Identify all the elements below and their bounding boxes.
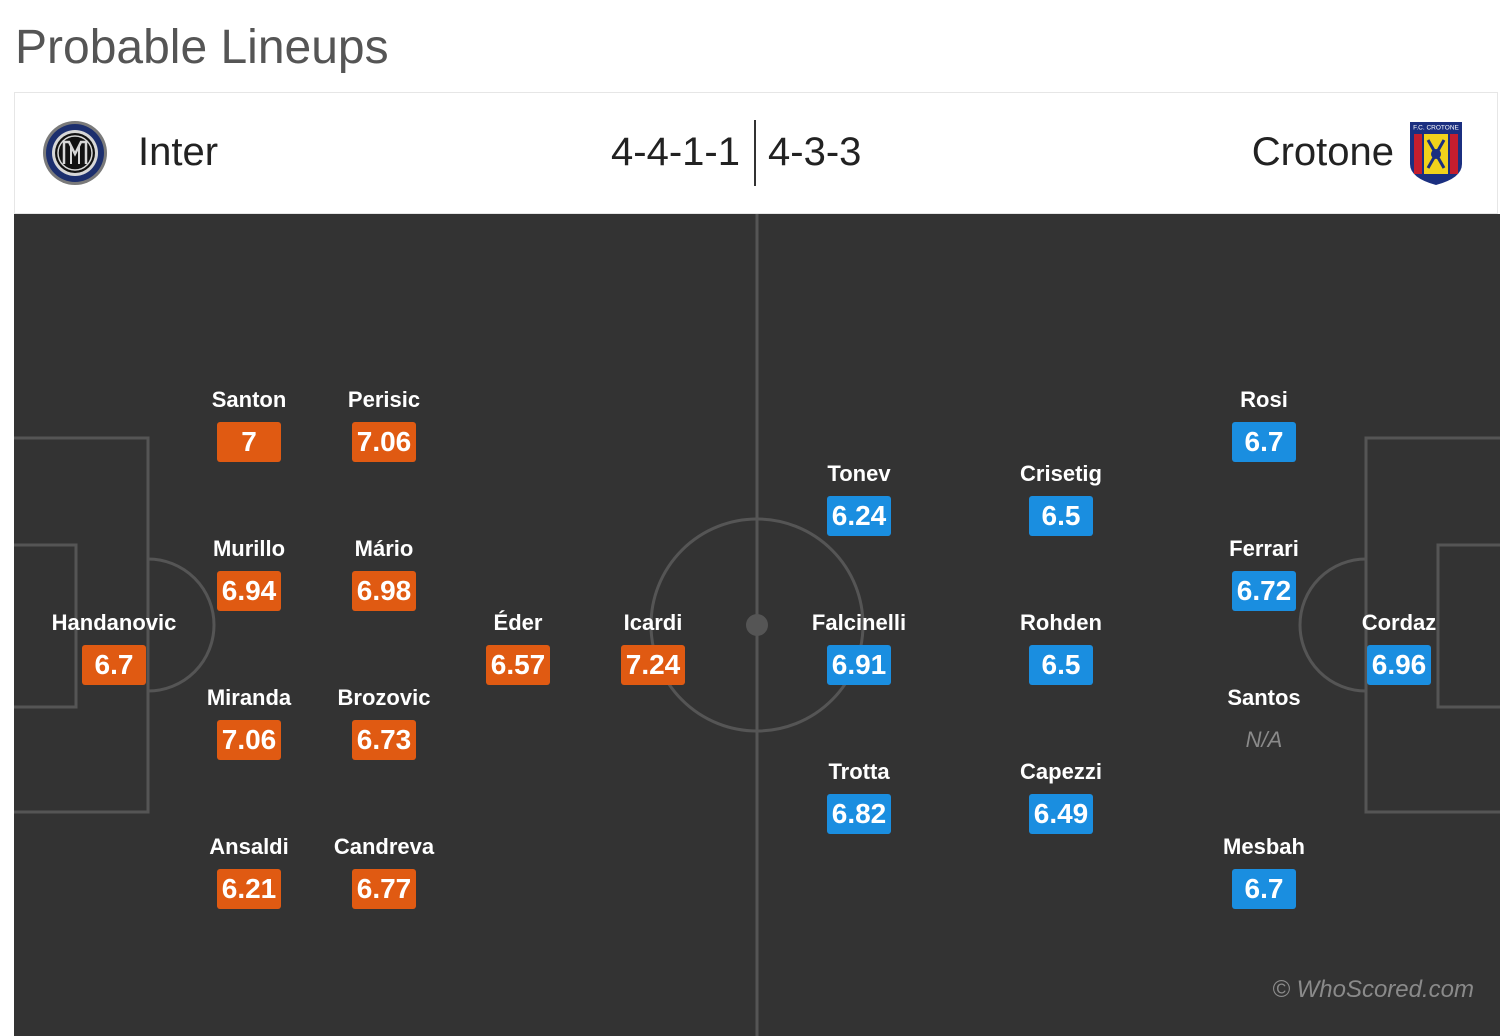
player-rating: 6.24	[827, 496, 891, 536]
player-perisic[interactable]: Perisic 7.06	[284, 387, 484, 462]
player-crisetig[interactable]: Crisetig 6.5	[961, 461, 1161, 536]
player-name: Cordaz	[1361, 610, 1437, 635]
away-team-name: Crotone	[1251, 130, 1394, 174]
player-name: Santon	[211, 387, 287, 412]
player-mesbah[interactable]: Mesbah 6.7	[1164, 834, 1364, 909]
player-rating: 7.06	[217, 720, 281, 760]
player-santos[interactable]: Santos N/A	[1164, 685, 1364, 760]
player-mario[interactable]: Mário 6.98	[284, 536, 484, 611]
player-name: Brozovic	[337, 685, 431, 710]
match-header	[14, 92, 1498, 214]
svg-text:F.C. CROTONE: F.C. CROTONE	[1413, 125, 1459, 132]
player-name: Mário	[354, 536, 414, 561]
player-rating: N/A	[1245, 727, 1283, 752]
player-rating: 6.7	[1232, 869, 1296, 909]
player-name: Santos	[1227, 685, 1301, 710]
formation-divider	[754, 120, 756, 186]
pitch: Handanovic 6.7 Santon 7 Murillo 6.94 Mir…	[14, 214, 1500, 1036]
player-name: Handanovic	[51, 610, 177, 635]
player-cordaz[interactable]: Cordaz 6.96	[1299, 610, 1499, 685]
player-name: Rohden	[1020, 610, 1102, 635]
player-name: Capezzi	[1020, 759, 1102, 784]
player-miranda[interactable]: Miranda 7.06	[149, 685, 349, 760]
player-name: Candreva	[333, 834, 435, 859]
player-rating: 6.72	[1232, 571, 1296, 611]
player-murillo[interactable]: Murillo 6.94	[149, 536, 349, 611]
player-rating: 6.96	[1367, 645, 1431, 685]
player-rating: 6.21	[217, 869, 281, 909]
page-title: Probable Lineups	[15, 21, 389, 74]
player-name: Miranda	[206, 685, 292, 710]
player-name: Crisetig	[1020, 461, 1102, 486]
player-rating: 7	[217, 422, 281, 462]
player-icardi[interactable]: Icardi 7.24	[553, 610, 753, 685]
crotone-crest-icon: F.C. CROTONE	[1410, 122, 1462, 185]
player-rating: 7.24	[621, 645, 685, 685]
player-rating: 6.98	[352, 571, 416, 611]
player-name: Murillo	[212, 536, 286, 561]
player-name: Falcinelli	[811, 610, 907, 635]
player-santon[interactable]: Santon 7	[149, 387, 349, 462]
player-rating: 6.94	[217, 571, 281, 611]
player-name: Mesbah	[1223, 834, 1305, 859]
player-rating: 6.91	[827, 645, 891, 685]
player-name: Perisic	[347, 387, 421, 412]
player-eder[interactable]: Éder 6.57	[418, 610, 618, 685]
player-name: Ansaldi	[209, 834, 289, 859]
player-rating: 6.77	[352, 869, 416, 909]
player-brozovic[interactable]: Brozovic 6.73	[284, 685, 484, 760]
player-rating: 7.06	[352, 422, 416, 462]
player-rating: 6.82	[827, 794, 891, 834]
player-capezzi[interactable]: Capezzi 6.49	[961, 759, 1161, 834]
player-trotta[interactable]: Trotta 6.82	[759, 759, 959, 834]
player-rating: 6.7	[1232, 422, 1296, 462]
inter-crest-icon	[43, 121, 107, 185]
player-rating: 6.57	[486, 645, 550, 685]
player-name: Icardi	[623, 610, 683, 635]
away-formation: 4-3-3	[768, 130, 862, 174]
watermark: © WhoScored.com	[1272, 976, 1474, 1003]
player-name: Trotta	[828, 759, 890, 784]
player-name: Tonev	[827, 461, 891, 486]
player-handanovic[interactable]: Handanovic 6.7	[14, 610, 214, 685]
player-rating: 6.49	[1029, 794, 1093, 834]
player-rating: 6.5	[1029, 496, 1093, 536]
player-rosi[interactable]: Rosi 6.7	[1164, 387, 1364, 462]
home-formation: 4-4-1-1	[611, 130, 740, 174]
pitch-markings	[14, 214, 1500, 1036]
player-tonev[interactable]: Tonev 6.24	[759, 461, 959, 536]
player-ansaldi[interactable]: Ansaldi 6.21	[149, 834, 349, 909]
player-rating: 6.5	[1029, 645, 1093, 685]
player-name: Éder	[493, 610, 543, 635]
home-team-name: Inter	[138, 130, 219, 174]
player-rating: 6.7	[82, 645, 146, 685]
player-ferrari[interactable]: Ferrari 6.72	[1164, 536, 1364, 611]
player-rohden[interactable]: Rohden 6.5	[961, 610, 1161, 685]
player-rating: 6.73	[352, 720, 416, 760]
player-name: Ferrari	[1229, 536, 1299, 561]
player-candreva[interactable]: Candreva 6.77	[284, 834, 484, 909]
player-name: Rosi	[1240, 387, 1288, 412]
player-falcinelli[interactable]: Falcinelli 6.91	[759, 610, 959, 685]
